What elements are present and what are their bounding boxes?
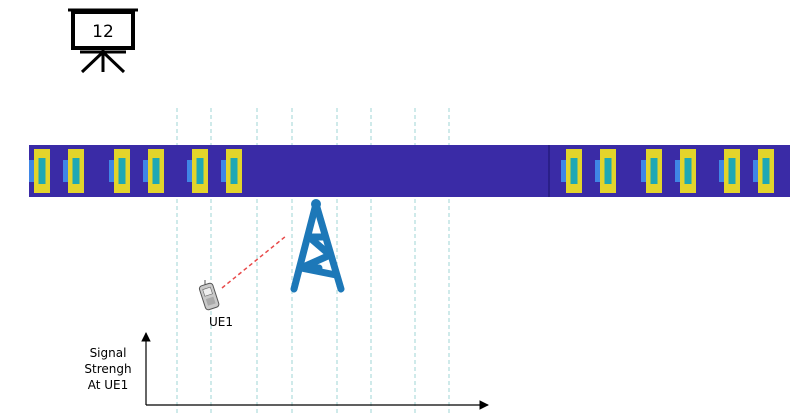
y-axis-label-line-2: Strengh (84, 362, 131, 376)
mobile-phone-icon (198, 280, 220, 311)
antenna-element (187, 149, 208, 193)
signal-link-line (221, 235, 287, 289)
y-axis-label-line-3: At UE1 (88, 378, 129, 392)
antenna-element (561, 149, 582, 193)
antenna-element (63, 149, 84, 193)
antenna-element (143, 149, 164, 193)
antenna-element (29, 149, 50, 193)
antenna-element (675, 149, 696, 193)
y-axis-label-line-1: Signal (90, 346, 127, 360)
ue-label: UE1 (209, 315, 233, 329)
presentation-easel-icon: 12 (68, 8, 138, 74)
antenna-element (221, 149, 242, 193)
antenna-element (109, 149, 130, 193)
antenna-element (753, 149, 774, 193)
antenna-element (595, 149, 616, 193)
antenna-element (719, 149, 740, 193)
cell-tower-icon (290, 199, 345, 293)
antenna-element (641, 149, 662, 193)
y-axis-label: Signal Strengh At UE1 (84, 346, 131, 392)
slide-number: 12 (92, 22, 114, 42)
antenna-elements (29, 149, 774, 193)
